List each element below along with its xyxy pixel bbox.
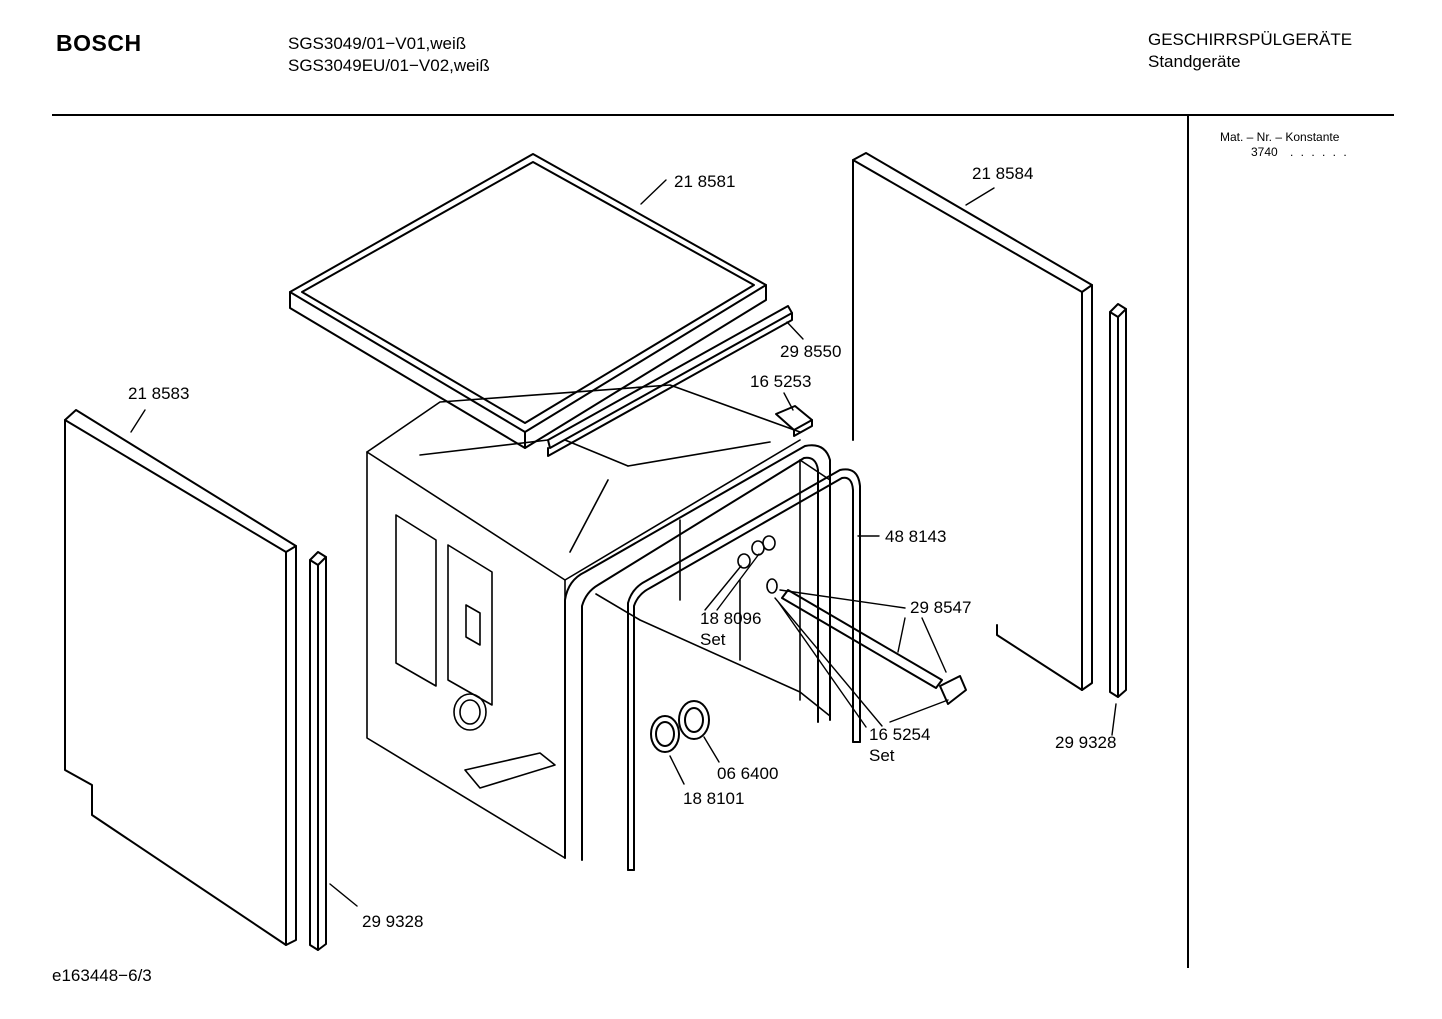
right-side-panel [852,152,1093,691]
material-number-dots: . . . . . . [1290,145,1349,159]
part-note-hinge-screw-set: Set [700,630,726,649]
part-label-door-gasket: 48 8143 [885,527,947,546]
part-label-left-edge-strip: 29 9328 [362,912,424,931]
part-label-right-edge-strip: 29 9328 [1055,733,1117,752]
part-note-hinge-clip-set: Set [869,746,895,765]
left-side-panel [64,409,297,946]
category-subtitle: Standgeräte [1148,52,1241,71]
model-line-2: SGS3049EU/01−V02,weiß [288,56,490,75]
hinge-rod [781,589,967,705]
part-label-left-panel: 21 8583 [128,384,190,403]
side-column-divider [1187,116,1189,968]
clip-part [775,405,813,437]
brand-logo: BOSCH [56,30,142,56]
part-label-hinge-screw-set: 18 8096 [700,609,762,628]
hinge-screw-set [737,535,778,594]
part-label-top-cover: 21 8581 [674,172,736,191]
trim-strip [547,305,793,457]
door-gasket [627,468,861,871]
leader-lines [130,179,1117,907]
part-label-seal-large: 06 6400 [717,764,779,783]
material-number-value: 3740 [1251,145,1278,159]
model-line-1: SGS3049/01−V01,weiß [288,34,467,53]
part-label-clip: 16 5253 [750,372,812,391]
header-divider [52,114,1394,116]
drawing-code: e163448−6/3 [52,966,152,985]
part-label-hinge-rod: 29 8547 [910,598,972,617]
seal-rings [650,700,710,753]
inner-door-frame [564,444,831,861]
part-label-seal-small: 18 8101 [683,789,745,808]
part-label-trim-strip: 29 8550 [780,342,842,361]
part-label-hinge-clip-set: 16 5254 [869,725,931,744]
right-edge-strip [1109,303,1127,698]
material-number-label: Mat. – Nr. – Konstante [1220,130,1340,144]
top-cover-plate [289,153,767,449]
category-title: GESCHIRRSPÜLGERÄTE [1148,30,1353,49]
part-label-right-panel: 21 8584 [972,164,1034,183]
left-edge-strip [309,551,327,951]
